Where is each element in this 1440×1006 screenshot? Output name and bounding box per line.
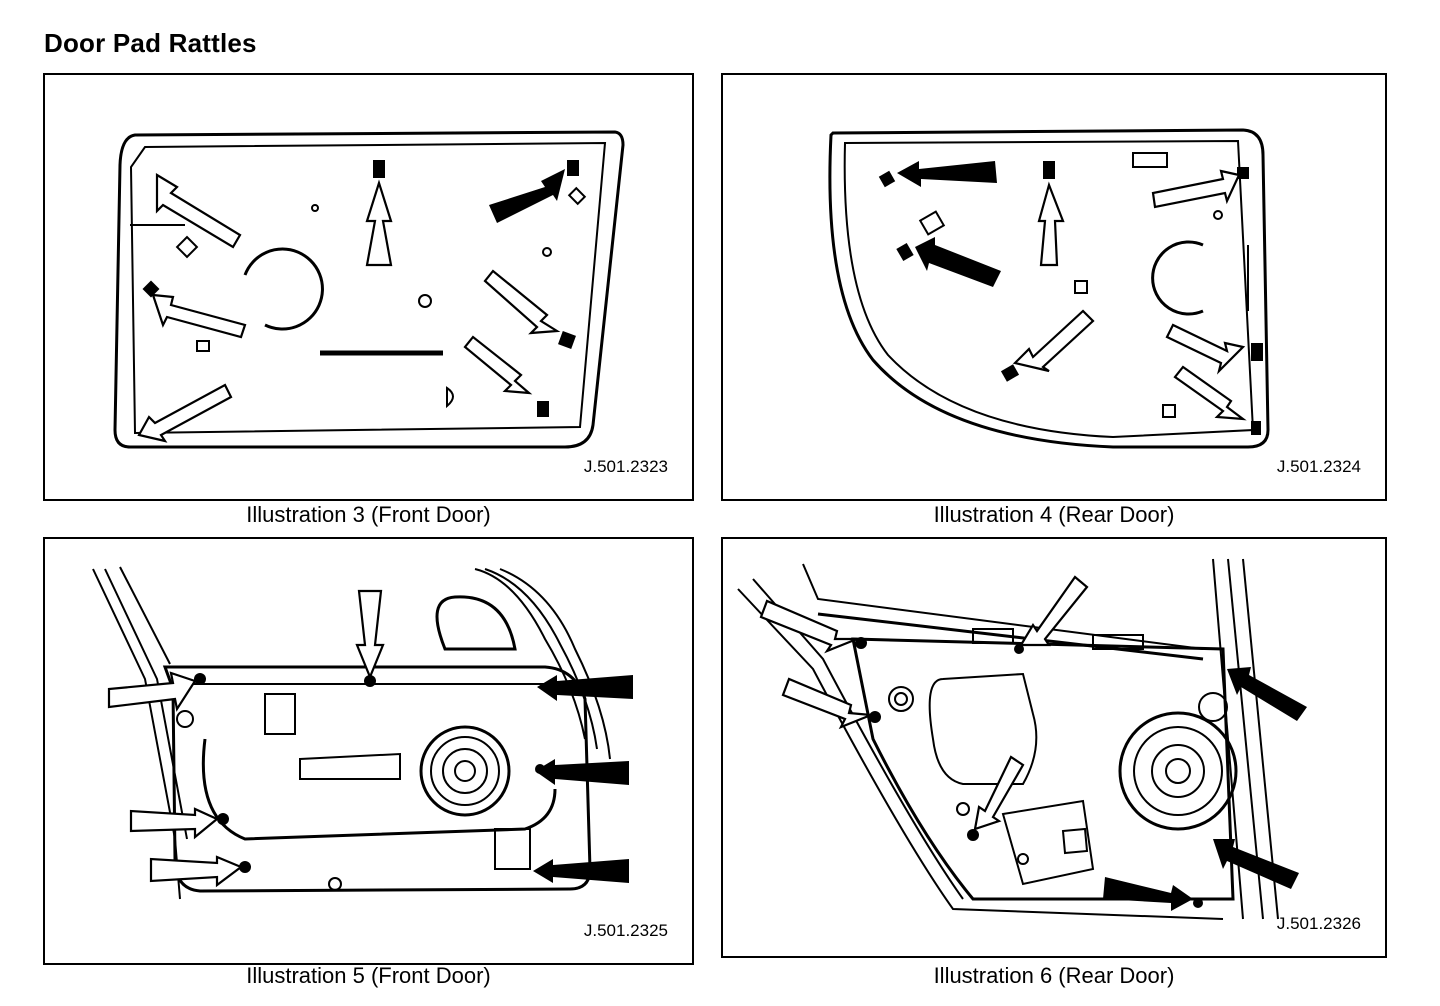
illustration-4-panel: J.501.2324 xyxy=(721,73,1387,501)
illustration-3-panel: J.501.2323 xyxy=(43,73,694,501)
front-door-inner-drawing xyxy=(92,566,633,900)
illustration-6-caption: Illustration 6 (Rear Door) xyxy=(933,963,1175,988)
rear-door-inner-drawing xyxy=(737,558,1307,920)
rear-door-pad-drawing xyxy=(828,128,1270,449)
illustration-3-caption: Illustration 3 (Front Door) xyxy=(246,502,491,527)
illustration-3-code: J.501.2323 xyxy=(583,457,668,476)
page-title: Door Pad Rattles xyxy=(44,28,257,58)
illustration-6-code: J.501.2326 xyxy=(1276,914,1361,933)
illustration-5-caption: Illustration 5 (Front Door) xyxy=(246,963,491,988)
front-door-pad-drawing xyxy=(113,130,625,449)
illustration-4-code: J.501.2324 xyxy=(1276,457,1361,476)
illustration-5-panel: J.501.2325 xyxy=(43,537,694,965)
illustration-6-panel: J.501.2326 xyxy=(721,537,1387,958)
illustration-5-code: J.501.2325 xyxy=(583,921,668,940)
illustration-4-caption: Illustration 4 (Rear Door) xyxy=(933,502,1175,527)
